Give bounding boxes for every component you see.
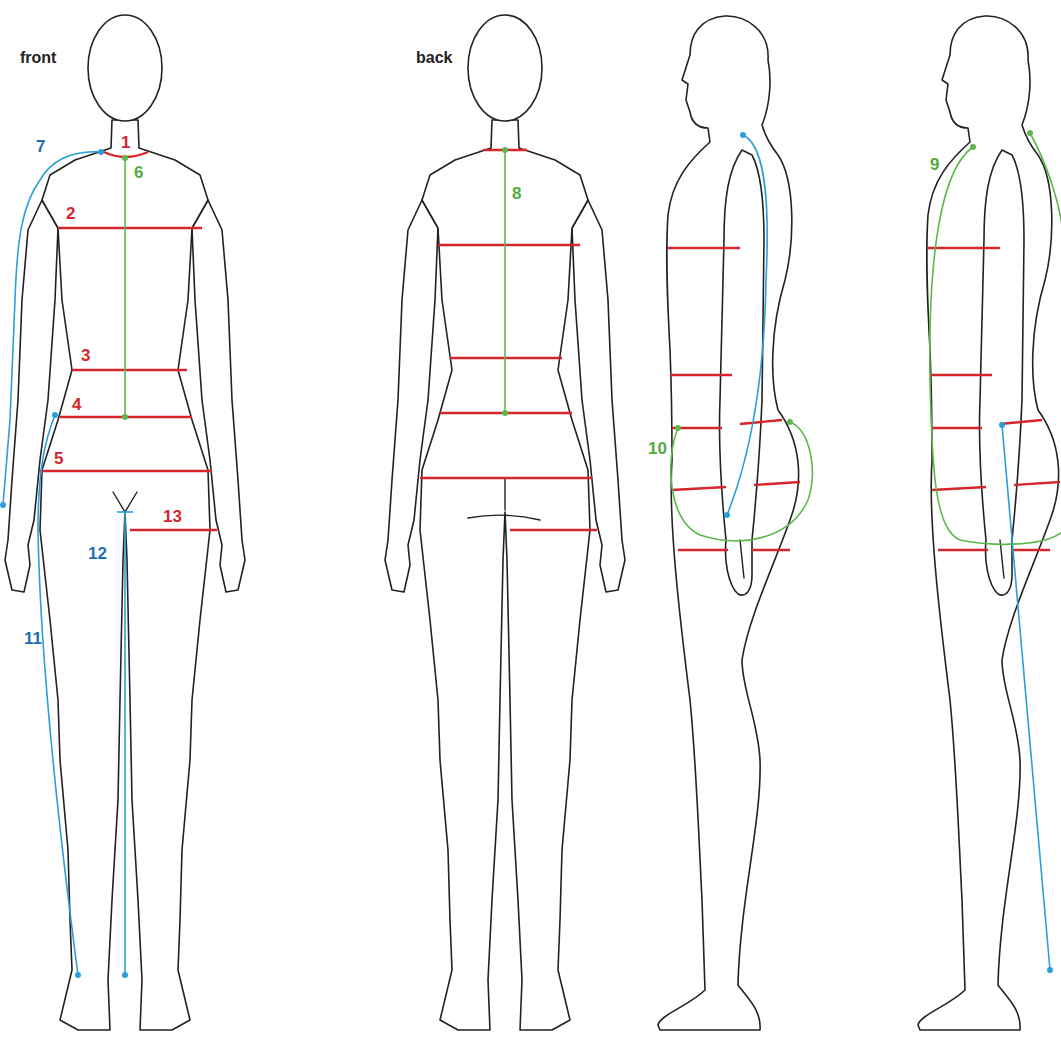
callout-number: 6 [134, 164, 143, 181]
callout-number: 10 [648, 440, 667, 457]
callout-number: 1 [121, 134, 130, 151]
callout-number: 5 [54, 450, 63, 467]
callout-number: 13 [163, 508, 182, 525]
callout-number: 8 [512, 185, 521, 202]
callout-number: 9 [930, 156, 939, 173]
callout-number: 4 [72, 396, 81, 413]
view-title: back [416, 50, 452, 66]
view-title: front [20, 50, 56, 66]
callout-number: 7 [36, 138, 45, 155]
callout-number: 3 [81, 347, 90, 364]
callout-number: 11 [24, 630, 42, 647]
callout-number: 2 [66, 205, 75, 222]
callout-number: 12 [88, 545, 107, 562]
